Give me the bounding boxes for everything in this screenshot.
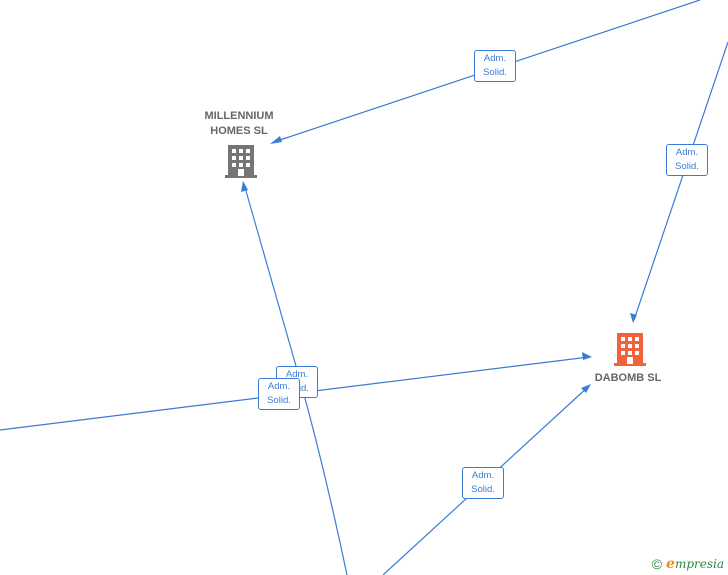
- node-label-millennium[interactable]: MILLENNIUM HOMES SL: [199, 109, 279, 139]
- edge-label[interactable]: Adm. Solid.: [666, 144, 708, 176]
- arrowhead: [582, 352, 592, 360]
- node-label-line: HOMES SL: [210, 125, 268, 137]
- edge-label-line: Solid.: [471, 484, 495, 495]
- edge-label-line: Adm.: [267, 381, 291, 392]
- brand-name: empresia: [666, 556, 724, 572]
- node-label-line: MILLENNIUM: [204, 110, 274, 122]
- brand-logo: © empresia: [652, 556, 724, 572]
- edge-label[interactable]: Adm. Solid.: [474, 50, 516, 82]
- node-label-dabomb[interactable]: DABOMB SL: [583, 371, 673, 386]
- node-label-text: DABOMB SL: [594, 372, 662, 384]
- arrowhead: [630, 313, 637, 323]
- edge-label[interactable]: Adm. Solid.: [258, 378, 300, 410]
- edge-line: [633, 41, 728, 321]
- edge-label[interactable]: Adm. Solid.: [462, 467, 504, 499]
- edge-label-line: Adm.: [471, 470, 495, 481]
- edge-label-line: Adm.: [483, 53, 507, 64]
- copyright-icon: ©: [651, 556, 663, 572]
- edge-label-line: Adm.: [675, 147, 699, 158]
- arrowhead: [270, 136, 282, 144]
- edge-label-line: Solid.: [483, 67, 507, 78]
- edge-label-line: Adm.: [285, 369, 309, 380]
- edge-label-line: Solid.: [267, 395, 291, 406]
- edge-label-line: Solid.: [675, 161, 699, 172]
- building-icon[interactable]: [614, 333, 646, 366]
- building-icon[interactable]: [225, 145, 257, 178]
- arrowhead: [581, 384, 591, 393]
- arrowhead: [241, 181, 248, 192]
